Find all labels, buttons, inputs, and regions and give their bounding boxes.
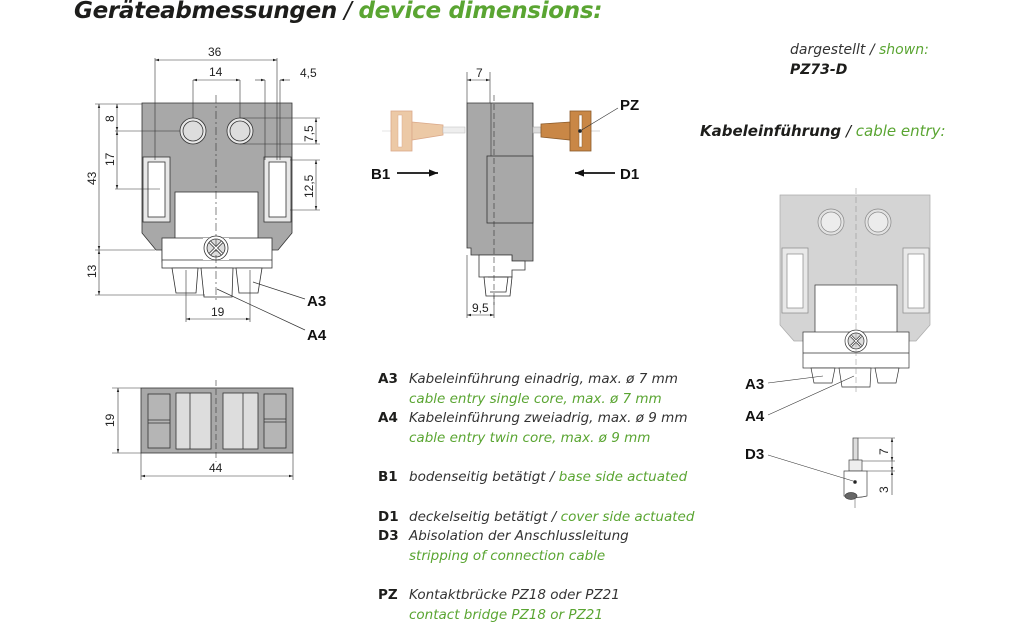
- label-a4: A4: [307, 327, 327, 344]
- legend-en: contact bridge PZ18 or PZ21: [409, 606, 603, 623]
- dim-9-5-side: 9,5: [472, 301, 489, 315]
- title-sep: /: [336, 0, 359, 24]
- d3-cable: [843, 437, 868, 508]
- legend-en: cable entry twin core, max. ø 9 mm: [409, 429, 651, 446]
- legend-de: Abisolation der Anschlussleitung: [409, 528, 629, 544]
- dim-3-d3: 3: [877, 486, 891, 493]
- page-title: Geräteabmessungen / device dimensions:: [74, 0, 602, 24]
- dim-43: 43: [85, 171, 99, 185]
- legend-code: B1: [378, 469, 398, 485]
- dim-17: 17: [103, 152, 117, 166]
- dim-19: 19: [211, 305, 225, 319]
- legend-en: base side actuated: [558, 469, 688, 485]
- title-de: Geräteabmessungen: [74, 0, 337, 24]
- legend-sep: /: [545, 469, 559, 485]
- dim-19-bottom: 19: [103, 413, 117, 427]
- legend-de: deckelseitig betätigt: [409, 508, 548, 525]
- side-view: [382, 95, 600, 305]
- label-b1: B1: [371, 166, 390, 183]
- cable-label-a3: A3: [745, 376, 764, 393]
- label-d1: D1: [620, 166, 639, 183]
- pz-actuator: [532, 110, 600, 152]
- legend-code: A4: [378, 410, 398, 426]
- label-pz: PZ: [620, 97, 639, 114]
- cable-label-a4: A4: [745, 408, 765, 425]
- shown-sep: /: [865, 42, 880, 58]
- dim-13: 13: [85, 264, 99, 278]
- legend-de: Kabeleinführung zweiadrig, max. ø 9 mm: [409, 410, 688, 426]
- legend-code: A3: [378, 371, 398, 387]
- legend-de: bodenseitig betätigt: [409, 469, 546, 485]
- legend-code: D1: [378, 508, 399, 525]
- legend-de: Kabeleinführung einadrig, max. ø 7 mm: [409, 371, 678, 387]
- legend: A3 Kabeleinführung einadrig, max. ø 7 mm…: [378, 370, 718, 625]
- cable-entry-de: Kabeleinführung: [700, 122, 842, 140]
- legend-de: Kontaktbrücke PZ18 oder PZ21: [409, 587, 620, 603]
- cable-entry-en: cable entry:: [855, 122, 946, 140]
- shown-model: PZ73-D: [790, 62, 848, 78]
- dim-12-5: 12,5: [302, 174, 316, 198]
- dim-7-5: 7,5: [302, 125, 316, 142]
- legend-item-a3: A3 Kabeleinführung einadrig, max. ø 7 mm…: [378, 370, 718, 409]
- legend-code: D3: [378, 528, 399, 544]
- legend-en: cover side actuated: [560, 508, 695, 525]
- dim-14: 14: [209, 65, 223, 79]
- cable-entry-sep: /: [841, 122, 856, 140]
- legend-item-b1: B1 bodenseitig betätigt / base side actu…: [378, 468, 718, 488]
- legend-item-d3: D3 Abisolation der Anschlussleitung strip…: [378, 527, 718, 566]
- cable-entry-title: Kabeleinführung / cable entry:: [700, 122, 946, 140]
- legend-code: PZ: [378, 587, 398, 603]
- cable-label-d3: D3: [745, 446, 764, 463]
- entry-a3-right: [235, 267, 263, 294]
- entry-a4: [200, 267, 234, 298]
- shown-block: dargestellt / shown: PZ73-D: [790, 40, 929, 80]
- shown-de: dargestellt: [790, 42, 866, 58]
- dim-36: 36: [208, 45, 222, 59]
- entry-a3-left: [171, 267, 199, 294]
- title-en: device dimensions:: [358, 0, 603, 24]
- side-window: [486, 155, 534, 224]
- legend-item-d1: D1 deckelseitig betätigt / cover side ac…: [378, 508, 718, 528]
- dim-8: 8: [103, 115, 117, 122]
- dim-44: 44: [209, 461, 223, 475]
- front-view: [141, 95, 293, 300]
- legend-en: stripping of connection cable: [409, 547, 606, 564]
- shown-en: shown:: [879, 42, 929, 58]
- label-a3: A3: [307, 293, 326, 310]
- legend-sep: /: [547, 508, 561, 525]
- legend-item-a4: A4 Kabeleinführung zweiadrig, max. ø 9 m…: [378, 409, 718, 448]
- dim-4-5: 4,5: [300, 66, 317, 80]
- legend-en: cable entry single core, max. ø 7 mm: [409, 390, 662, 407]
- dim-7-d3: 7: [877, 448, 891, 455]
- dim-7-side: 7: [476, 66, 483, 80]
- bottom-view: [140, 380, 294, 462]
- b1-actuator: [382, 110, 466, 152]
- legend-item-pz: PZ Kontaktbrücke PZ18 oder PZ21 contact b…: [378, 586, 718, 625]
- cable-entry-view: [779, 188, 931, 395]
